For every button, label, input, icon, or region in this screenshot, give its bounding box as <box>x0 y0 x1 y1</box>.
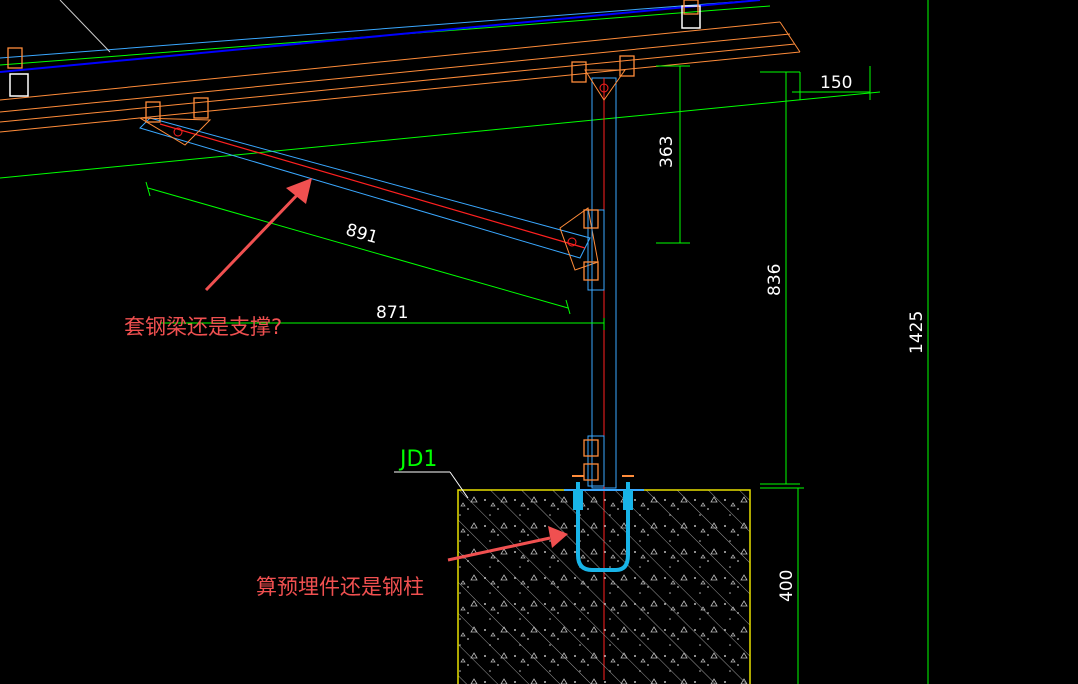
module-clamps <box>9 5 701 97</box>
dim-871-label: 871 <box>376 303 408 323</box>
dimension-lines <box>145 0 929 684</box>
dim-150-label: 150 <box>820 73 852 93</box>
dim-836-label: 836 <box>765 264 785 296</box>
diagonal-brace <box>138 117 599 271</box>
panel-rafter-lines <box>0 0 771 73</box>
annotation-arrow-embed <box>447 526 568 562</box>
dim-400-label: 400 <box>777 570 797 602</box>
foundation-tag-label: JD1 <box>398 447 437 472</box>
annotation-arrow-brace <box>204 178 312 292</box>
concrete-foundation <box>457 489 751 684</box>
slope-reference-line <box>0 91 881 179</box>
dim-1425-label: 1425 <box>907 311 927 354</box>
foundation-tag-leader-diag <box>449 471 469 499</box>
brace-question-annotation: 套钢梁还是支撑? <box>124 315 282 339</box>
dim-891-label: 891 <box>343 220 380 248</box>
dim-363-label: 363 <box>657 136 677 168</box>
purlin <box>0 21 801 133</box>
embed-question-annotation: 算预埋件还是钢柱 <box>256 575 424 599</box>
anchor-bolts <box>572 475 634 572</box>
bolt-glyphs <box>7 0 699 481</box>
